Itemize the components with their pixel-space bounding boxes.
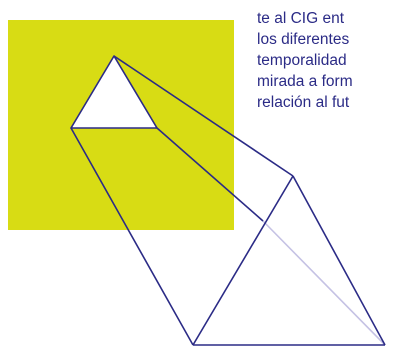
body-text: te al CIG ent los diferentes temporalida… bbox=[257, 8, 393, 113]
text-line: mirada a form bbox=[257, 73, 353, 90]
text-line: te al CIG ent bbox=[257, 10, 345, 27]
small-triangle-outline bbox=[70, 55, 158, 129]
text-line: los diferentes bbox=[257, 31, 350, 48]
left-connecting-edge bbox=[70, 127, 194, 346]
front-edge-left bbox=[192, 175, 294, 346]
right-connecting-edge bbox=[156, 127, 264, 222]
text-line: temporalidad bbox=[257, 52, 347, 69]
text-line: relación al fut bbox=[257, 94, 350, 111]
small-triangle-fill bbox=[71, 56, 157, 128]
top-connecting-edge bbox=[113, 55, 294, 177]
front-edge-right bbox=[292, 175, 386, 346]
hidden-edge bbox=[262, 220, 386, 346]
